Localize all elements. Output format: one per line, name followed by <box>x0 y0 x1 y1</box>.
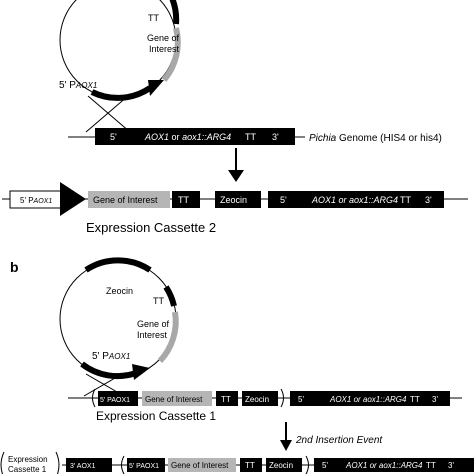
final-gene-label-b: Gene of Interest <box>171 461 229 470</box>
crossover-line-a1 <box>87 95 131 133</box>
integration-gene-box-b <box>142 391 212 406</box>
crossover-line-b2 <box>83 373 123 397</box>
insertion-arrow-head-b <box>280 440 292 451</box>
plasmid-promoter-label-b: 5' PAOX1 <box>92 351 130 362</box>
plasmid-promoter-segment-a <box>90 85 152 101</box>
plasmid-gene-segment-a <box>161 27 181 82</box>
genome-tt-a: TT <box>245 132 256 142</box>
cassette-zeocin-box-a <box>215 191 261 208</box>
plasmid-tt-label-b: TT <box>153 296 164 306</box>
integration-locus-box-b <box>290 391 450 406</box>
final-bracket2-left-b <box>121 455 125 474</box>
cassette-tt-box-a <box>172 191 200 208</box>
cassette-title-a: Expression Cassette 2 <box>86 220 216 235</box>
cassette-promoter-arrow-a <box>60 182 86 216</box>
final-bracket-right-b <box>55 451 60 474</box>
cassette-zeocin-label-a: Zeocin <box>220 195 247 205</box>
cassette-gene-box-a <box>88 191 170 208</box>
final-tt-box-b <box>240 458 262 472</box>
plasmid-promoter-arrowhead-b <box>132 364 150 380</box>
final-tt-label-b: TT <box>245 461 255 470</box>
cassette-promoter-label-a: 5' PAOX1 <box>20 196 52 205</box>
plasmid-tt-segment-b <box>163 285 177 307</box>
integration-tt-box-b <box>216 391 238 406</box>
integration-bracket-left-b <box>92 388 96 408</box>
final-zeocin-box-b <box>266 458 302 472</box>
plasmid-promoter-label-a: 5' PAOX1 <box>59 80 97 91</box>
final-bracket-line2-b: Cassette 1 <box>8 465 47 474</box>
final-aox1-box-b <box>66 458 112 472</box>
panel-b: b Zeocin TT Gene of Interest 5' PAOX1 5'… <box>0 257 474 474</box>
integration-zeocin-box-b <box>242 391 278 406</box>
plasmid-tt-label-a: TT <box>148 13 159 23</box>
integration-three-b: 3' <box>432 395 438 404</box>
integration-promoter-box-b <box>98 391 138 406</box>
integration-gene-label-b: Gene of Interest <box>145 395 203 404</box>
final-zeocin-label-b: Zeocin <box>269 461 293 470</box>
final-bracket-line1-b: Expression <box>8 455 48 464</box>
plasmid-promoter-segment-b <box>80 361 137 380</box>
integration-bracket-right-b <box>280 388 284 408</box>
integration-tt-label-b: TT <box>221 395 231 404</box>
final-three-b: 3' <box>448 461 454 470</box>
final-locus-label-b: AOX1 or aox1::ARG4 <box>345 461 423 470</box>
integration-promoter-label-b: 5' PAOX1 <box>100 397 130 404</box>
plasmid-tt-segment-a <box>169 0 180 25</box>
cassette-three-a: 3' <box>425 195 432 205</box>
genome-locus-a: AOX1 or aox1::ARG4 <box>144 132 231 142</box>
genome-locus-box-a <box>95 128 295 145</box>
down-arrow-head-a <box>228 170 244 182</box>
genome-label-a: Pichia Genome (HIS4 or his4) <box>309 133 442 144</box>
plasmid-gene-label-line2-b: Interest <box>137 330 168 340</box>
final-tt2-b: TT <box>426 461 436 470</box>
final-five-b: 5' <box>322 461 328 470</box>
integration-zeocin-label-b: Zeocin <box>245 395 269 404</box>
final-promoter-box-b <box>127 458 165 472</box>
cassette-locus-label-a: AOX1 or aox1::ARG4 <box>311 195 398 205</box>
plasmid-zeocin-segment-b <box>84 257 152 273</box>
panel-b-label: b <box>10 259 19 275</box>
cassette-gene-label-a: Gene of Interest <box>93 195 158 205</box>
integration-title-b: Expression Cassette 1 <box>96 409 216 423</box>
final-gene-box-b <box>168 458 236 472</box>
plasmid-gene-label-line2-a: Interest <box>149 44 180 54</box>
plasmid-gene-label-line1-a: Gene of <box>147 33 180 43</box>
cassette-tt2-a: TT <box>400 195 411 205</box>
genome-three-a: 3' <box>272 132 279 142</box>
integration-locus-label-b: AOX1 or aox1::ARG4 <box>329 395 407 404</box>
final-bracket2-right-b <box>305 455 309 474</box>
cassette-locus-box-a <box>268 191 444 208</box>
genome-five-a: 5' <box>110 132 117 142</box>
plasmid-gene-segment-b <box>157 311 179 364</box>
integration-tt2-b: TT <box>410 395 420 404</box>
integration-five-b: 5' <box>298 395 304 404</box>
final-bracket-left-b <box>0 451 5 474</box>
crossover-line-a2 <box>85 95 129 133</box>
final-locus-box-b <box>314 458 474 472</box>
plasmid-zeocin-label-b: Zeocin <box>106 286 133 296</box>
final-promoter-label-b: 5' PAOX1 <box>129 463 159 470</box>
plasmid-gene-label-line1-b: Gene of <box>137 319 170 329</box>
cassette-five-a: 5' <box>280 195 287 205</box>
cassette-tt-label-a: TT <box>178 195 189 205</box>
insertion-event-label-b: 2nd Insertion Event <box>295 435 383 446</box>
plasmid-promoter-arrowhead-a <box>148 80 164 96</box>
final-aox1-label-b: 3' AOX1 <box>70 463 96 470</box>
panel-a: TT Gene of Interest 5' PAOX1 5' AOX1 or … <box>2 0 468 235</box>
